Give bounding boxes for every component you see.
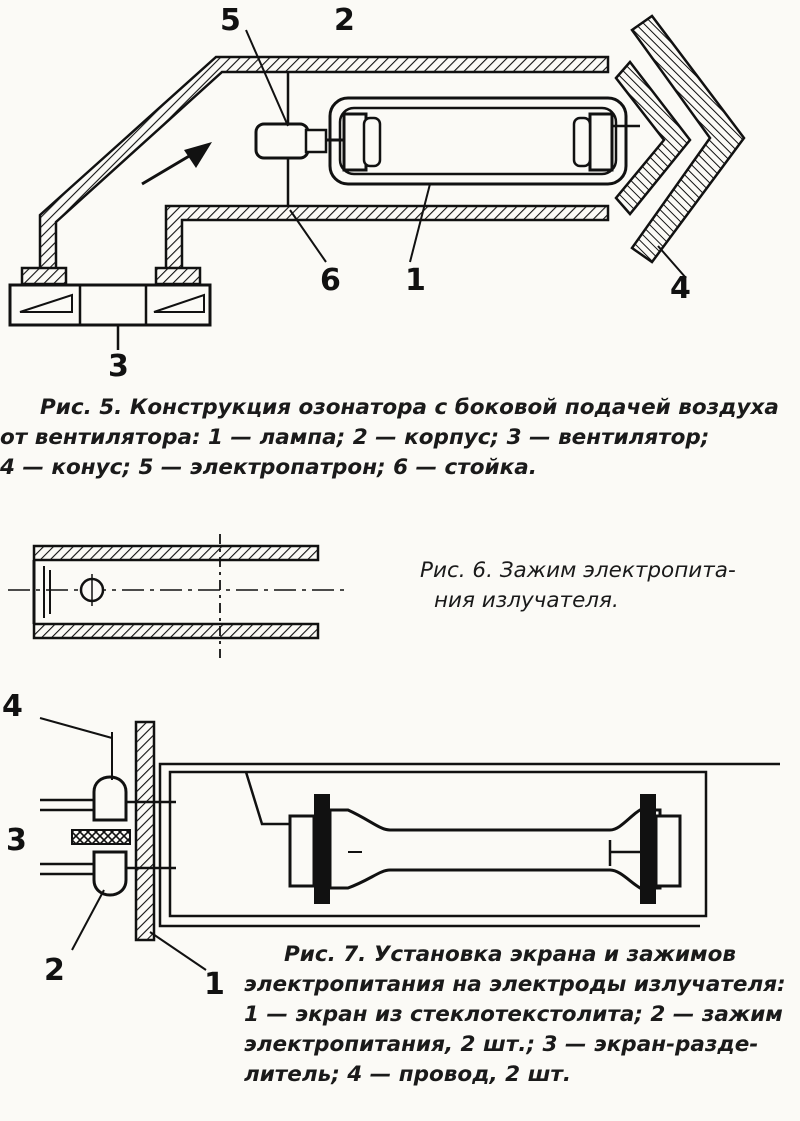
cone [614,14,746,279]
electric-socket [245,29,328,160]
housing-wall [20,55,610,286]
caption-line: литель; 4 — провод, 2 шт. [244,1062,572,1087]
figure-5-caption: Рис. 5. Конструкция озонатора с боковой … [0,393,790,483]
airflow-arrow [141,142,212,186]
lamp [326,96,640,263]
power-clamp [8,534,348,658]
caption-line: 4 — конус; 5 — электропатрон; 6 — стойка… [0,455,537,480]
caption-line: электропитания, 2 шт.; 3 — экран-разде- [244,1032,759,1057]
figure-7-caption: Рис. 7. Установка экрана и зажимов элект… [244,940,794,1090]
label-3: 3 [108,349,129,384]
label-6: 6 [320,263,341,298]
leader-lines [39,717,207,971]
label-4: 4 [2,689,23,724]
emitter-lamp [288,794,682,904]
caption-line: электропитания на электроды излучателя: [244,972,786,997]
wires [40,798,100,876]
caption-line: Рис. 5. Конструкция озонатора с боковой … [40,395,779,420]
figure-6-diagram [0,530,400,660]
lamp-support [244,771,296,826]
label-2: 2 [334,3,355,38]
stand [286,72,327,263]
caption-line: Рис. 7. Установка экрана и зажимов [284,942,736,967]
figure-6-caption: Рис. 6. Зажим электропита- ния излучател… [420,556,790,616]
caption-line: Рис. 6. Зажим электропита- [420,558,736,583]
caption-line: ния излучателя. [434,588,619,613]
label-4: 4 [670,271,691,306]
label-1: 1 [405,263,426,298]
fan [8,283,212,350]
figure-5-diagram: 5 2 6 1 4 3 [0,0,800,390]
figure-7-diagram: 4 3 2 1 [0,680,800,1020]
caption-line: 1 — экран из стеклотекстолита; 2 — зажим [244,1002,783,1027]
label-2: 2 [44,953,65,988]
power-clamps [92,775,128,897]
label-3: 3 [6,823,27,858]
electrodes [126,800,176,870]
separator-screen [71,829,131,845]
label-5: 5 [220,3,241,38]
caption-line: от вентилятора: 1 — лампа; 2 — корпус; 3… [0,425,710,450]
label-1: 1 [204,967,225,1002]
emitter-housing [158,762,780,928]
fiberglass-screen [134,720,156,942]
